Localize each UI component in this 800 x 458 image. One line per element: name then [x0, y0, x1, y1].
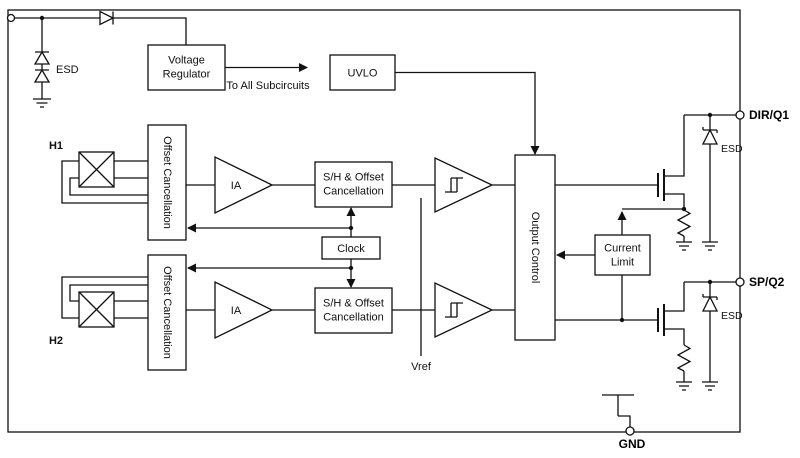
hysteresis-icon: [445, 177, 463, 193]
junction-dot: [707, 112, 713, 118]
resistor-icon: [676, 209, 692, 237]
output-control-block: [514, 154, 556, 341]
output-stage-q1: ESD: [555, 112, 743, 251]
control-section: Output Control Current Limit: [514, 154, 687, 341]
ia-amplifier-2: [214, 280, 274, 340]
wire: [14, 17, 187, 99]
clock-label: Clock: [337, 243, 365, 255]
to-all-subcircuits-label: To All Subcircuits: [226, 80, 310, 92]
sh-offset-1-label-2: Cancellation: [323, 186, 384, 198]
sh-offset-2-block: [314, 287, 393, 334]
ground-icon: [33, 98, 51, 108]
voltage-regulator-label-2: Regulator: [163, 69, 211, 81]
sh-offset-2-label-2: Cancellation: [323, 312, 384, 324]
offset-cancellation-2-block: [147, 254, 187, 371]
hall1-label: H1: [49, 140, 63, 152]
gnd-pin: [625, 426, 635, 436]
junction-dot: [39, 15, 45, 21]
esd-diode-icon: [33, 68, 51, 83]
output-control-label: Output Control: [529, 212, 541, 284]
hysteresis-icon: [445, 302, 463, 318]
gnd-wires: [602, 394, 634, 427]
comparator-1: [434, 156, 494, 214]
hall-element-1-cross: [78, 151, 115, 188]
mosfet-q2-icon: [657, 304, 665, 336]
junction-dot: [348, 265, 354, 271]
offset-cancellation-1-label: Offset Cancellation: [161, 136, 173, 229]
current-limit-links: [621, 208, 684, 320]
channel1-section: H1 Offset Cancellation IA S/H & Offset C…: [49, 124, 515, 241]
vref-label: Vref: [411, 361, 432, 373]
ground-icon: [676, 241, 718, 251]
esd-zener-q1-icon: [701, 128, 719, 145]
series-diode-icon: [99, 10, 115, 26]
offset-cancellation-1-block: [147, 124, 187, 241]
q1-esd-label: ESD: [721, 143, 743, 155]
esd-diode-icon: [33, 50, 51, 65]
current-limit-block: [594, 234, 651, 276]
ia2-label: IA: [231, 305, 242, 317]
esd-label: ESD: [56, 64, 79, 76]
comparator-2: [434, 281, 494, 339]
ia1-label: IA: [231, 180, 242, 192]
offset-cancellation-2-label: Offset Cancellation: [161, 266, 173, 359]
ia-amplifier-1: [214, 155, 274, 215]
uvlo-label: UVLO: [348, 68, 378, 80]
voltage-regulator-block: [147, 44, 226, 91]
dir-q1-pin: [735, 110, 745, 120]
pins: DIR/Q1 SP/Q2: [6, 13, 789, 289]
sh-offset-1-label-1: S/H & Offset: [323, 172, 384, 184]
q2-esd-label: ESD: [721, 310, 743, 322]
uvlo-block: [329, 54, 396, 91]
current-limit-label-1: Current: [604, 243, 641, 255]
supply-pin: [6, 13, 16, 23]
hall2-label: H2: [49, 335, 63, 347]
channel2-wires: [61, 276, 515, 319]
uvlo-to-output-control-wire: [395, 71, 540, 155]
channel1-wires: [61, 160, 515, 204]
gnd-pin-label: GND: [619, 437, 646, 451]
dir-q1-pin-label: DIR/Q1: [749, 108, 789, 122]
current-limit-label-2: Limit: [611, 257, 634, 269]
sh-offset-2-label-1: S/H & Offset: [323, 298, 384, 310]
sh-offset-1-block: [314, 161, 393, 208]
hall-element-2-cross: [78, 291, 115, 328]
clock-section: Clock Vref: [187, 198, 432, 373]
mosfet-q1-icon: [657, 169, 665, 201]
esd-zener-q2-icon: [701, 295, 719, 312]
ground-icon: [676, 381, 718, 391]
sp-q2-pin-label: SP/Q2: [749, 275, 785, 289]
gnd-section: GND: [602, 394, 646, 451]
channel2-section: H2 Offset Cancellation IA S/H & Offset C…: [49, 254, 515, 371]
junction-dot: [348, 225, 354, 231]
regulator-section: Voltage Regulator To All Subcircuits UVL…: [147, 44, 540, 155]
sp-q2-pin: [735, 277, 745, 287]
resistor-icon: [676, 344, 692, 372]
voltage-regulator-label-1: Voltage: [168, 55, 205, 67]
junction-dot: [707, 279, 713, 285]
output-stage-q2: ESD: [555, 279, 743, 391]
supply-section: ESD: [14, 10, 187, 108]
